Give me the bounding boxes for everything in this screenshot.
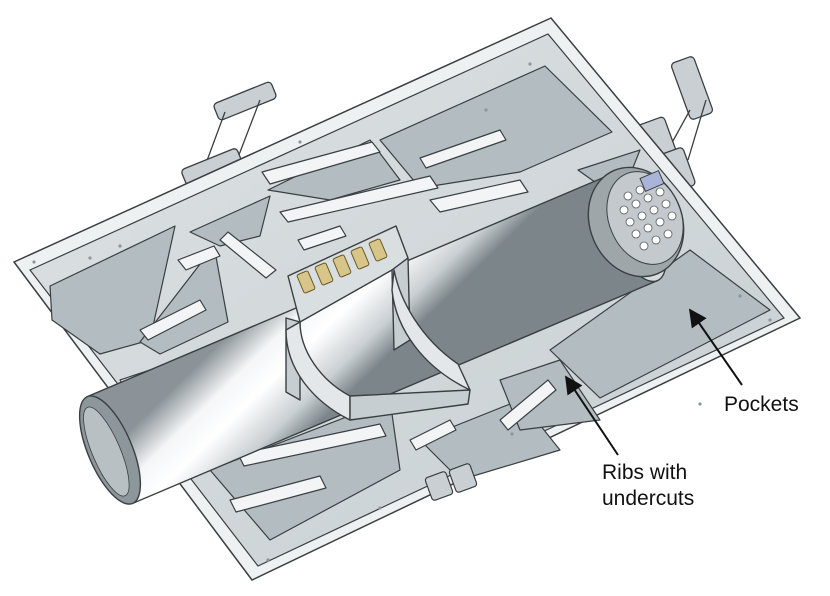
ribs-arrow — [565, 375, 619, 456]
pockets-label: Pockets — [724, 393, 799, 416]
bottom-connector — [424, 463, 478, 501]
bolt-holes — [32, 62, 772, 562]
ribs-label: Ribs with undercuts — [602, 460, 694, 512]
connector-pins — [296, 238, 388, 294]
pockets-arrow — [688, 308, 743, 386]
ribs-label-line1: Ribs with — [602, 461, 688, 484]
ribs-label-line2: undercuts — [602, 487, 695, 510]
cylinder-end-cap — [587, 166, 685, 278]
